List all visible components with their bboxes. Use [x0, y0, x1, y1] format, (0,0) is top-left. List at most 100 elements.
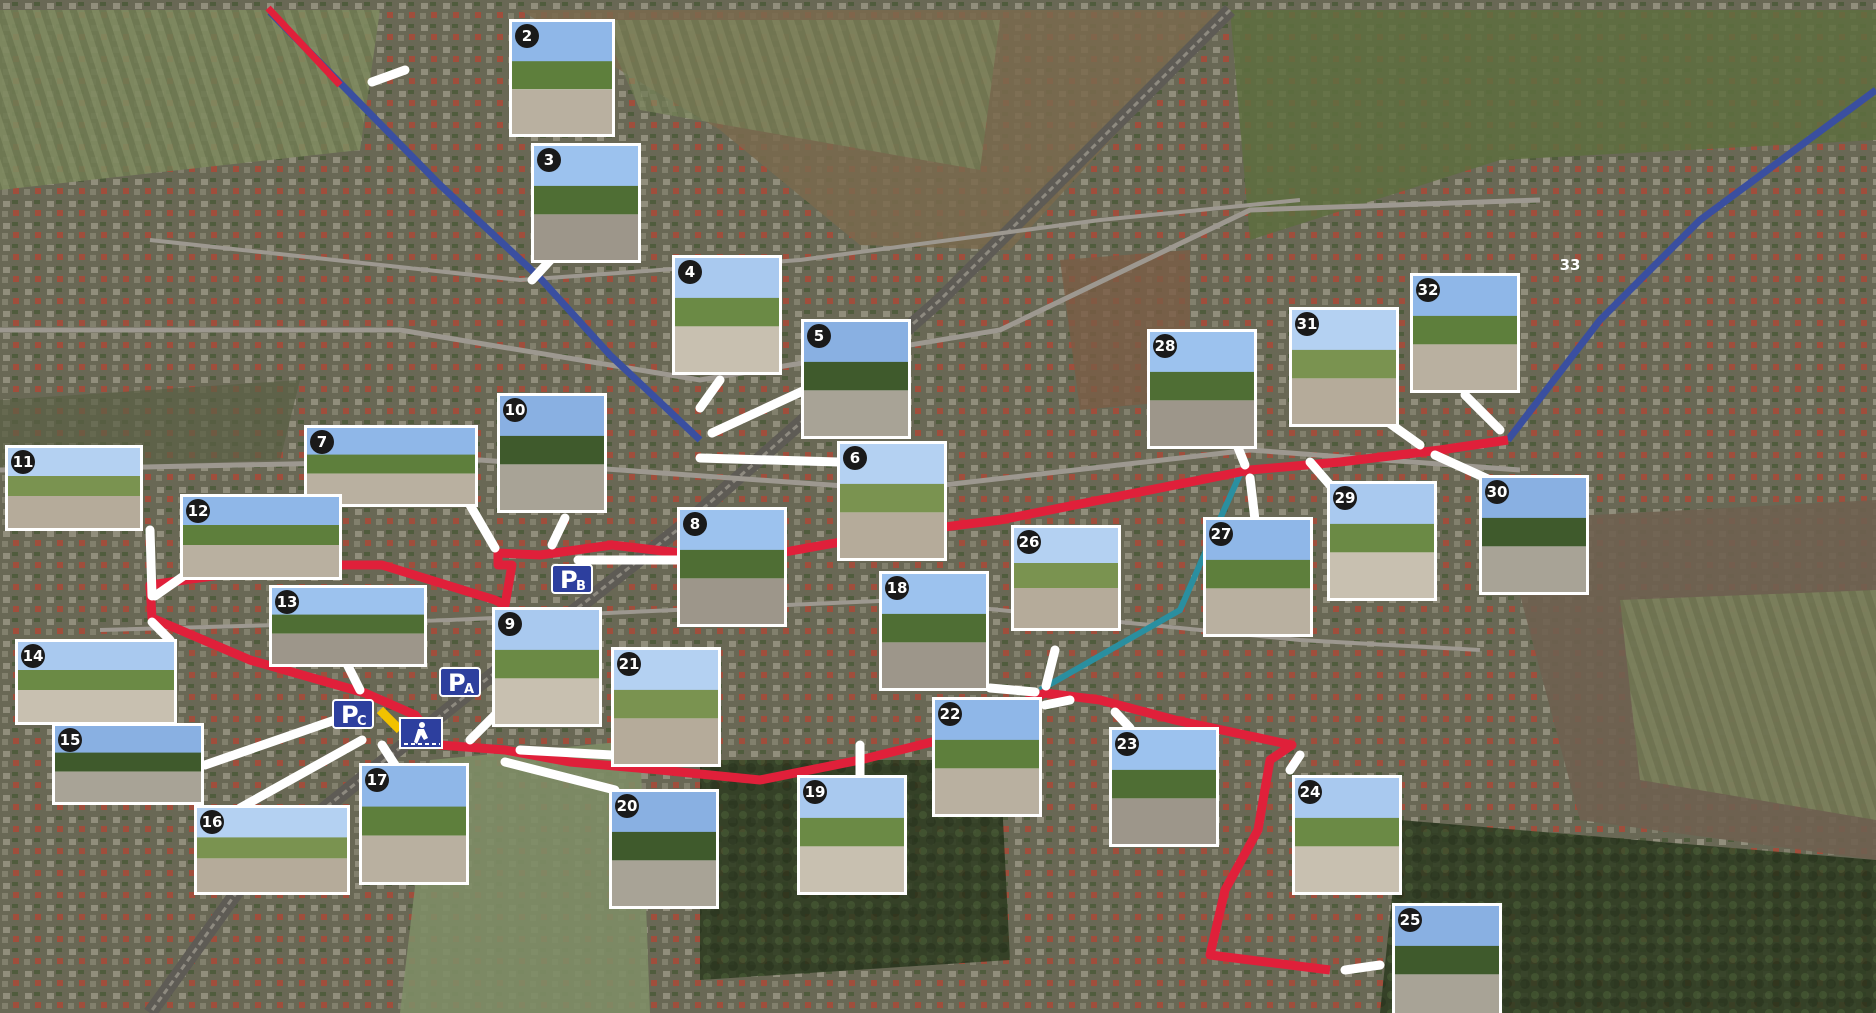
pedestrian-crossing-icon	[399, 717, 443, 749]
photo-ground	[512, 89, 612, 134]
photo-thumbnail-3: 3	[531, 143, 641, 263]
photo-ground	[197, 858, 347, 892]
photo-thumbnail-10: 10	[497, 393, 607, 513]
photo-number: 22	[940, 705, 961, 723]
photo-number: 10	[505, 401, 526, 419]
photo-number-badge	[537, 148, 561, 172]
arrow-11	[145, 525, 157, 601]
photo-number: 19	[805, 783, 826, 801]
photo-number: 32	[1418, 281, 1439, 299]
photo-number-badge	[1153, 334, 1177, 358]
photo-ground	[1295, 846, 1399, 892]
photo-ground	[55, 771, 201, 802]
photo-trees	[197, 837, 347, 859]
parking-sign-a: PA	[439, 667, 481, 697]
photo-number-badge	[58, 728, 82, 752]
photo-trees	[1150, 371, 1254, 401]
photo-trees	[1413, 315, 1517, 345]
photo-trees	[534, 185, 638, 215]
photo-number: 7	[317, 433, 327, 451]
photo-number-badge	[515, 24, 539, 48]
photo-number: 15	[60, 731, 81, 749]
photo-number-badge	[21, 644, 45, 668]
photo-ground	[18, 690, 174, 722]
photo-number-badge	[1485, 480, 1509, 504]
photo-number-badge	[1333, 486, 1357, 510]
photo-number-badge	[1398, 908, 1422, 932]
arrow-25	[1340, 960, 1385, 975]
photo-number: 13	[277, 593, 298, 611]
arrow-24	[1285, 750, 1305, 775]
photo-number: 4	[685, 263, 695, 281]
parking-letter: P	[560, 566, 578, 594]
photo-trees	[614, 689, 718, 719]
photo-trees	[675, 297, 779, 327]
photo-ground	[8, 496, 140, 528]
field-area	[600, 20, 1000, 170]
photo-ground	[1413, 344, 1517, 390]
arrow-6	[695, 453, 843, 467]
photo-thumbnail-27: 27	[1203, 517, 1313, 637]
photo-number-badge	[200, 810, 224, 834]
photo-number: 18	[887, 579, 908, 597]
photo-thumbnail-9: 9	[492, 607, 602, 727]
photo-thumbnail-5: 5	[801, 319, 911, 439]
arrow-21	[515, 745, 617, 760]
arrow-5	[707, 385, 810, 438]
photo-number: 9	[505, 615, 515, 633]
photo-ground	[1330, 552, 1434, 598]
photo-number-badge	[365, 768, 389, 792]
parking-sign-b: PB	[551, 564, 593, 594]
photo-number-badge	[683, 512, 707, 536]
photo-ground	[1150, 400, 1254, 446]
photo-thumbnail-17: 17	[359, 763, 469, 885]
road	[149, 198, 1301, 283]
parking-subscript: A	[464, 682, 474, 697]
photo-ground	[534, 214, 638, 260]
photo-number: 25	[1400, 911, 1421, 929]
photo-number-badge	[1115, 732, 1139, 756]
photo-number: 31	[1297, 315, 1318, 333]
photo-trees	[272, 614, 424, 634]
photo-ground	[882, 642, 986, 688]
photo-trees	[183, 525, 339, 545]
photo-number-badge	[885, 576, 909, 600]
parking-letter: P	[448, 669, 466, 697]
photo-ground	[495, 678, 599, 724]
photo-ground	[272, 633, 424, 664]
photo-number: 21	[619, 655, 640, 673]
photo-trees	[935, 739, 1039, 769]
photo-thumbnail-18: 18	[879, 571, 989, 691]
photo-number: 2	[522, 27, 532, 45]
photo-number-badge	[1416, 278, 1440, 302]
photo-number: 11	[13, 453, 34, 471]
photo-trees	[500, 435, 604, 465]
photo-number-badge	[1298, 780, 1322, 804]
photo-thumbnail-21: 21	[611, 647, 721, 767]
parking-sign-background	[439, 667, 481, 697]
arrow-2	[367, 65, 410, 87]
photo-number-badge	[310, 430, 334, 454]
photo-ground	[500, 464, 604, 510]
photo-thumbnail-26: 26	[1011, 525, 1121, 631]
arrow-22	[1040, 695, 1075, 710]
photo-number: 20	[617, 797, 638, 815]
photo-thumbnail-12: 12	[180, 494, 342, 580]
photo-thumbnail-23: 23	[1109, 727, 1219, 847]
photo-number: 27	[1211, 525, 1232, 543]
photo-number-badge	[843, 446, 867, 470]
photo-number: 12	[188, 502, 209, 520]
photo-number-badge	[678, 260, 702, 284]
photo-thumbnail-8: 8	[677, 507, 787, 627]
photo-thumbnail-32: 32	[1410, 273, 1520, 393]
photo-number: 5	[814, 327, 824, 345]
photo-ground	[614, 718, 718, 764]
photo-number: 29	[1335, 489, 1356, 507]
photo-trees	[1482, 517, 1586, 547]
photo-thumbnail-30: 30	[1479, 475, 1589, 595]
photo-number: 3	[544, 151, 554, 169]
photo-number-badge	[1209, 522, 1233, 546]
photo-trees	[362, 806, 466, 836]
route-red-north-segment	[265, 5, 343, 88]
